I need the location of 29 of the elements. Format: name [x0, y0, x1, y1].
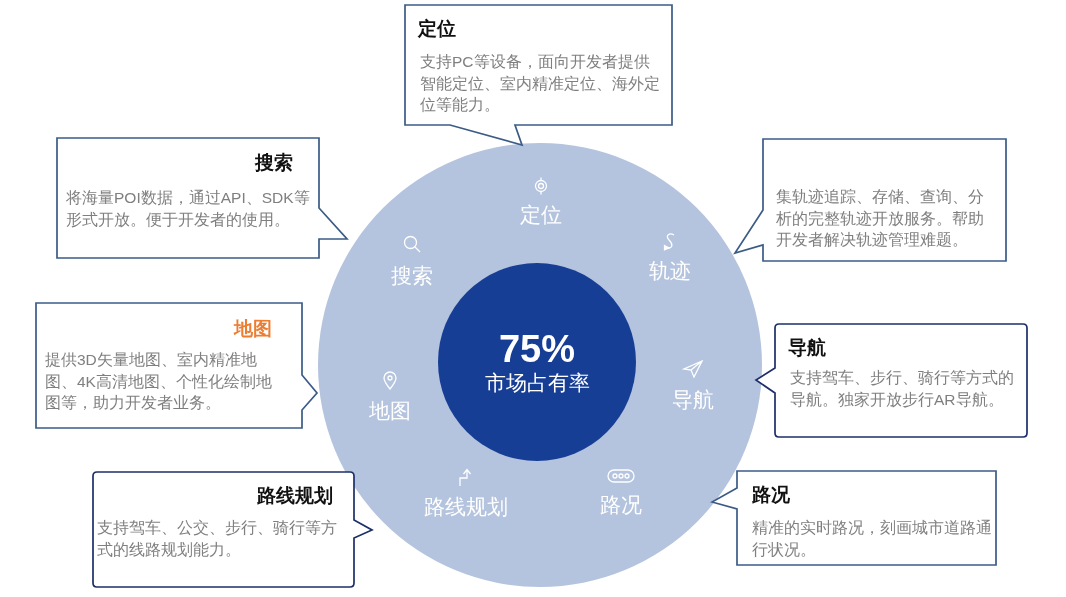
callout-box [754, 322, 1029, 439]
percentage-value: 75% [498, 328, 576, 370]
callout-box [710, 469, 998, 567]
callout-box [733, 137, 1008, 263]
feature-label: 地图 [369, 399, 411, 422]
callout-text: 集轨迹追踪、存储、查询、分析的完整轨迹开放服务。帮助开发者解决轨迹管理难题。 [776, 187, 985, 250]
callout-box [403, 3, 674, 147]
disc-caption: 市场占有率 [484, 370, 590, 396]
callout-text: 支持PC等设备，面向开发者提供智能定位、室内精准定位、海外定位等能力。 [420, 52, 661, 115]
callout-box [55, 136, 349, 260]
callout-heading: 地图 [234, 317, 272, 341]
callout-text: 将海量POI数据，通过API、SDK等形式开放。便于开发者的使用。 [66, 188, 311, 230]
callout-box [91, 470, 374, 589]
callout-heading: 路线规划 [257, 484, 333, 508]
feature-label: 搜索 [391, 264, 433, 287]
callout-box [34, 301, 319, 430]
callout-text: 支持驾车、步行、骑行等方式的导航。独家开放步行AR导航。 [790, 368, 1015, 410]
feature-label: 路况 [600, 493, 642, 516]
callout-heading: 路况 [752, 483, 790, 507]
feature-label: 导航 [672, 388, 714, 411]
callout-text: 提供3D矢量地图、室内精准地图、4K高清地图、个性化绘制地图等，助力开发者业务。 [45, 350, 273, 413]
feature-label: 定位 [520, 203, 562, 226]
feature-label: 轨迹 [649, 259, 691, 282]
callout-text: 精准的实时路况，刻画城市道路通行状况。 [752, 518, 992, 560]
feature-label: 路线规划 [424, 495, 508, 518]
callout-text: 支持驾车、公交、步行、骑行等方式的线路规划能力。 [97, 518, 338, 560]
callout-heading: 导航 [788, 336, 826, 360]
callout-heading: 定位 [418, 17, 456, 41]
callout-heading: 搜索 [255, 151, 293, 175]
